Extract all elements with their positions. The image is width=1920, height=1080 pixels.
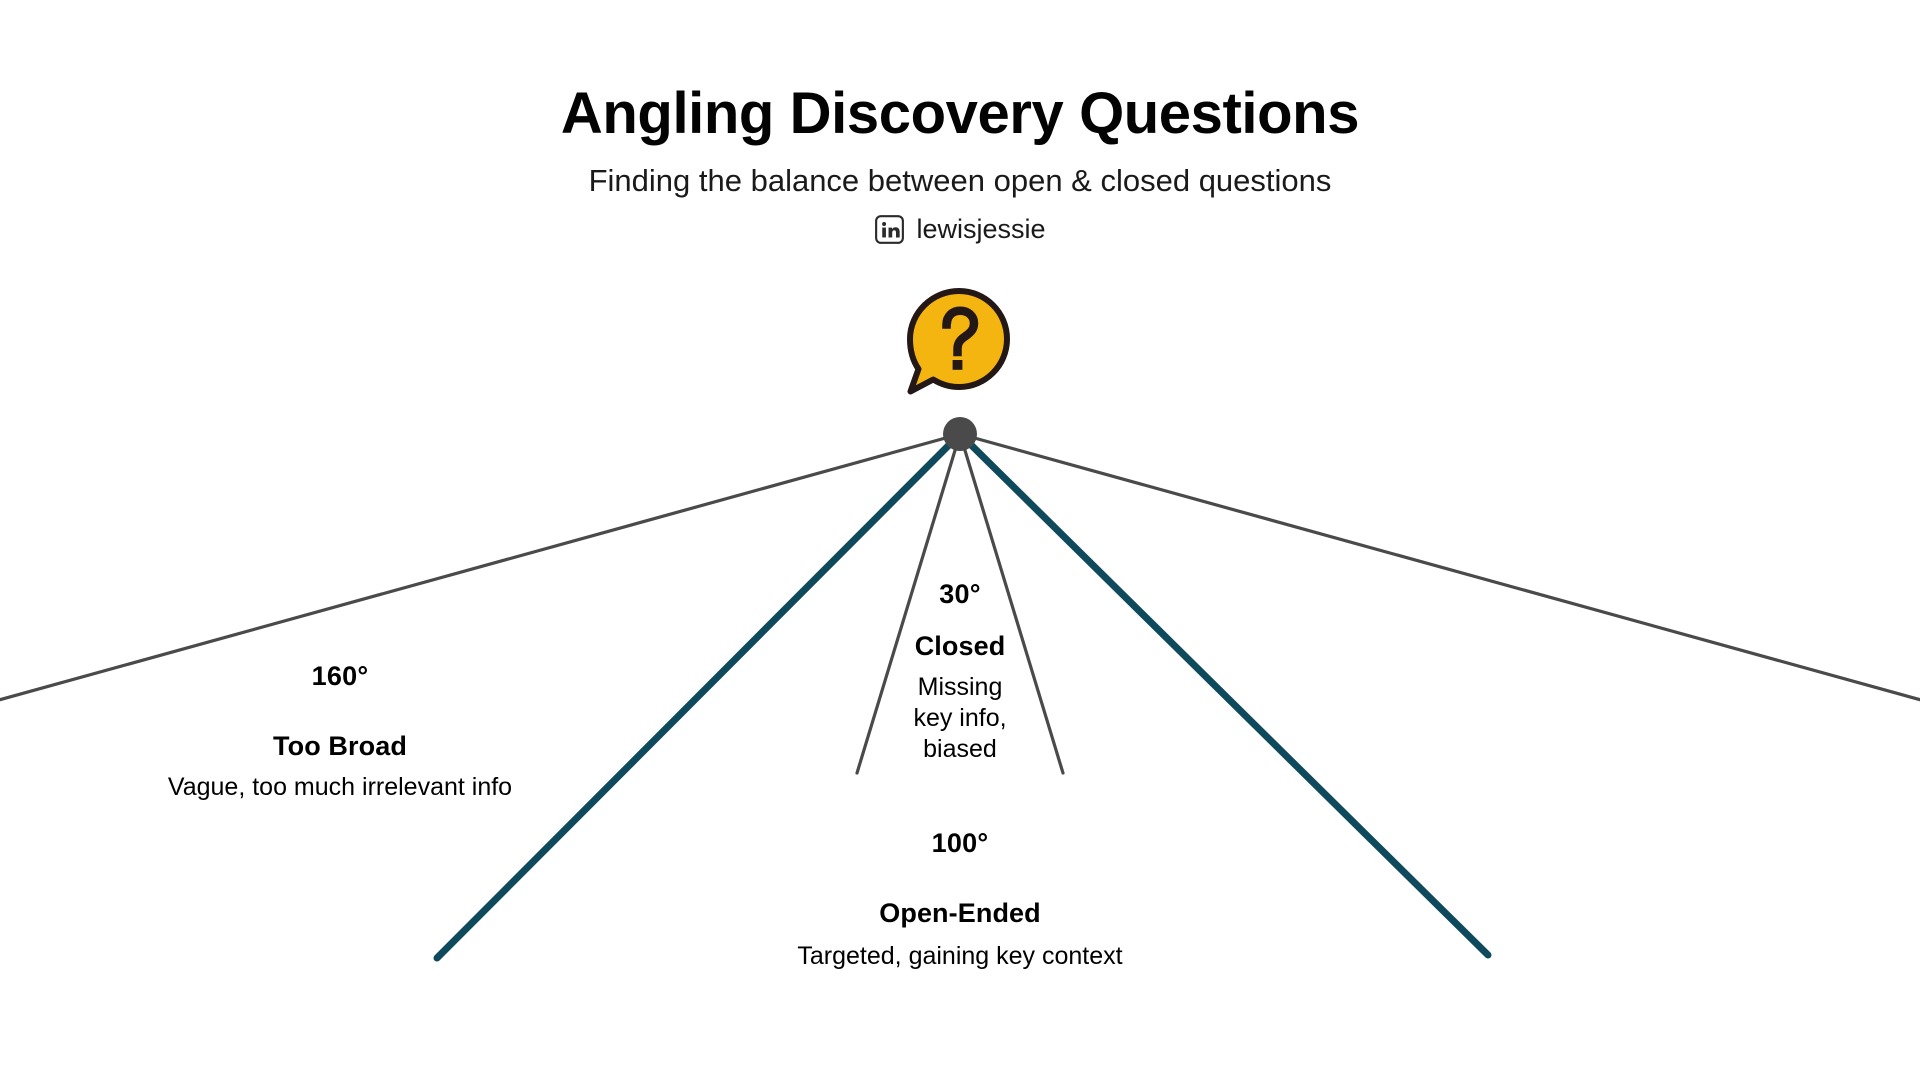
wedge-desc-closed: Missing key info, biased	[860, 672, 1060, 765]
question-mark-speech-bubble-icon	[907, 288, 1010, 395]
page-title: Angling Discovery Questions	[560, 81, 1360, 146]
wedge-desc-too-broad: Vague, too much irrelevant info	[167, 773, 513, 801]
angle-value-30: 30°	[939, 579, 981, 609]
byline: lewisjessie	[0, 200, 1920, 245]
label-open-ended: 100° Open-Ended Targeted, gaining key co…	[680, 827, 1240, 972]
wedge-closed-rays	[855, 432, 1065, 775]
ray-160-right	[958, 432, 1920, 702]
wedge-name-closed: Closed	[914, 631, 1006, 661]
wedge-desc-closed-line2: key info,	[913, 704, 1007, 732]
byline-handle[interactable]: lewisjessie	[916, 214, 1046, 244]
wedge-open-ended-rays	[433, 430, 1492, 962]
label-closed: 30° Closed Missing key info, biased	[860, 578, 1060, 765]
label-too-broad: 160° Too Broad Vague, too much irrelevan…	[60, 660, 620, 803]
angle-value-160: 160°	[311, 661, 369, 691]
ray-30-right	[958, 432, 1065, 775]
wedge-name-too-broad: Too Broad	[273, 731, 407, 761]
ray-100-right	[956, 430, 1492, 959]
wedge-too-broad-rays	[0, 432, 1920, 702]
wedge-desc-closed-line1: Missing	[917, 673, 1003, 701]
page-subtitle: Finding the balance between open & close…	[588, 163, 1332, 198]
ray-160-left	[0, 432, 962, 702]
wedge-name-open-ended: Open-Ended	[879, 898, 1041, 928]
ray-30-left	[855, 432, 962, 775]
header: Angling Discovery Questions Finding the …	[0, 0, 1920, 245]
apex-vertex-dot	[943, 417, 977, 451]
wedge-desc-closed-line3: biased	[923, 735, 997, 763]
linkedin-icon[interactable]	[874, 214, 905, 245]
ray-100-left	[433, 430, 964, 962]
wedge-desc-open-ended: Targeted, gaining key context	[797, 942, 1123, 970]
angle-value-100: 100°	[931, 828, 989, 858]
